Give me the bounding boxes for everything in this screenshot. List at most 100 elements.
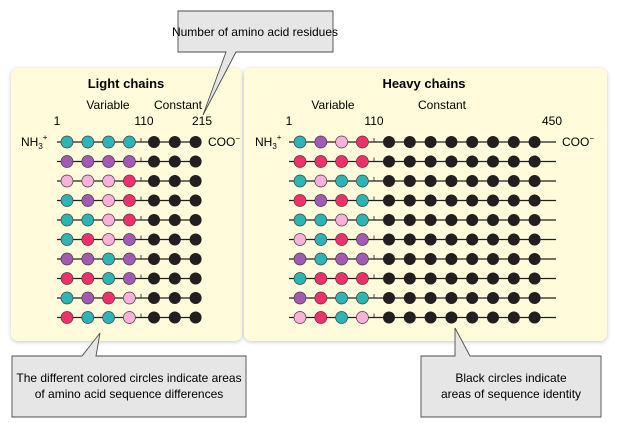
constant-residue-circle xyxy=(507,311,520,324)
constant-residue-circle xyxy=(445,175,458,187)
heavy-c-terminus: COO− xyxy=(562,134,594,149)
constant-residue-circle xyxy=(507,175,520,187)
variable-residue-circle xyxy=(356,233,369,246)
constant-residue-circle xyxy=(487,155,499,168)
variable-residue-circle xyxy=(335,291,348,305)
variable-residue-circle xyxy=(81,194,95,207)
variable-residue-circle xyxy=(314,233,328,246)
constant-residue-circle xyxy=(403,194,416,207)
constant-residue-circle xyxy=(487,253,499,265)
constant-residue-circle xyxy=(507,292,520,304)
variable-residue-circle xyxy=(293,194,307,207)
heavy-pos-start: 1 xyxy=(286,114,293,128)
variable-residue-circle xyxy=(356,272,369,285)
constant-residue-circle xyxy=(424,253,437,265)
constant-residue-circle xyxy=(148,292,160,304)
variable-residue-circle xyxy=(81,155,95,168)
variable-residue-circle xyxy=(314,311,328,324)
light-pos-start: 1 xyxy=(54,114,61,128)
heavy-chains-title: Heavy chains xyxy=(382,76,465,91)
heavy-constant-label: Constant xyxy=(418,98,467,112)
light-chains-title: Light chains xyxy=(88,76,165,91)
constant-residue-circle xyxy=(383,311,395,324)
constant-residue-circle xyxy=(424,233,437,246)
heavy-pos-end: 450 xyxy=(542,114,562,128)
variable-residue-circle xyxy=(123,311,136,324)
differences-callout: The different colored circles indicate a… xyxy=(11,332,247,418)
constant-residue-circle xyxy=(528,253,541,265)
chain-row xyxy=(57,311,202,324)
variable-residue-circle xyxy=(60,213,74,227)
variable-residue-circle xyxy=(335,233,348,246)
constant-residue-circle xyxy=(507,194,520,207)
identity-callout-line2: areas of sequence identity xyxy=(441,387,581,401)
constant-residue-circle xyxy=(466,233,479,246)
light-constant-label: Constant xyxy=(154,98,203,112)
chain-row xyxy=(289,155,556,168)
constant-residue-circle xyxy=(403,136,416,148)
constant-residue-circle xyxy=(383,272,395,285)
constant-residue-circle xyxy=(487,272,499,285)
constant-residue-circle xyxy=(168,311,181,324)
constant-residue-circle xyxy=(528,155,541,168)
differences-callout-line1: The different colored circles indicate a… xyxy=(16,371,241,385)
constant-residue-circle xyxy=(148,272,160,285)
constant-residue-circle xyxy=(383,175,395,187)
constant-residue-circle xyxy=(528,311,541,324)
constant-residue-circle xyxy=(189,233,202,246)
variable-residue-circle xyxy=(335,174,348,188)
constant-residue-circle xyxy=(445,292,458,304)
differences-callout-line2: of amino acid sequence differences xyxy=(35,387,224,401)
constant-residue-circle xyxy=(424,214,437,226)
variable-residue-circle xyxy=(335,272,348,285)
variable-residue-circle xyxy=(314,174,328,188)
variable-residue-circle xyxy=(60,272,74,285)
constant-residue-circle xyxy=(383,194,395,207)
variable-residue-circle xyxy=(123,213,136,227)
variable-residue-circle xyxy=(81,291,95,305)
variable-residue-circle xyxy=(335,155,348,168)
constant-residue-circle xyxy=(189,292,202,304)
variable-residue-circle xyxy=(123,135,136,149)
chain-row xyxy=(57,272,202,285)
constant-residue-circle xyxy=(168,233,181,246)
constant-residue-circle xyxy=(424,136,437,148)
variable-residue-circle xyxy=(356,194,369,207)
constant-residue-circle xyxy=(487,194,499,207)
chain-row xyxy=(289,213,556,227)
variable-residue-circle xyxy=(60,233,74,246)
variable-residue-circle xyxy=(60,194,74,207)
variable-residue-circle xyxy=(293,291,307,305)
constant-residue-circle xyxy=(424,292,437,304)
variable-residue-circle xyxy=(81,252,95,266)
variable-residue-circle xyxy=(102,155,115,168)
constant-residue-circle xyxy=(383,136,395,148)
variable-residue-circle xyxy=(102,252,115,266)
variable-residue-circle xyxy=(123,194,136,207)
constant-residue-circle xyxy=(424,272,437,285)
constant-residue-circle xyxy=(507,233,520,246)
chain-row xyxy=(289,233,556,246)
constant-residue-circle xyxy=(168,175,181,187)
variable-residue-circle xyxy=(102,272,115,285)
constant-residue-circle xyxy=(168,194,181,207)
constant-residue-circle xyxy=(403,233,416,246)
chain-row xyxy=(289,291,556,305)
variable-residue-circle xyxy=(102,291,115,305)
chain-row xyxy=(289,272,556,285)
constant-residue-circle xyxy=(507,253,520,265)
variable-residue-circle xyxy=(102,213,115,227)
constant-residue-circle xyxy=(466,272,479,285)
constant-residue-circle xyxy=(528,214,541,226)
variable-residue-circle xyxy=(335,194,348,207)
constant-residue-circle xyxy=(168,155,181,168)
constant-residue-circle xyxy=(168,272,181,285)
constant-residue-circle xyxy=(507,214,520,226)
identity-callout: Black circles indicate areas of sequence… xyxy=(420,327,602,418)
variable-residue-circle xyxy=(293,311,307,324)
light-n-terminus: NH3+ xyxy=(21,133,48,151)
variable-residue-circle xyxy=(102,194,115,207)
variable-residue-circle xyxy=(293,272,307,285)
heavy-chain-rows xyxy=(289,135,556,324)
chain-row xyxy=(289,311,556,324)
